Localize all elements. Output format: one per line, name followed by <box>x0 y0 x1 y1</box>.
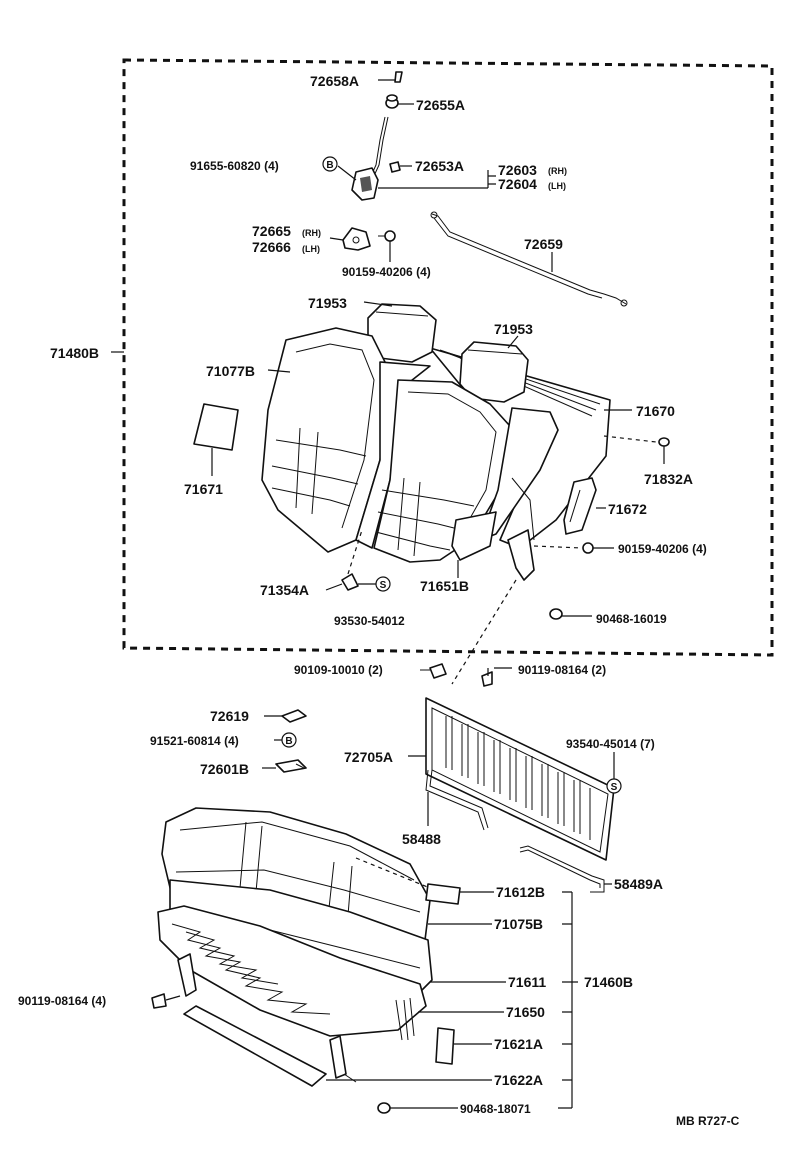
label-58489A: 58489A <box>614 876 663 892</box>
clip-71832A <box>658 437 670 464</box>
clip-90468-bottom <box>377 1102 458 1114</box>
hook-72601B <box>262 759 307 773</box>
svg-text:S: S <box>380 580 387 591</box>
wire-58489A <box>519 845 612 893</box>
screw-90159-top <box>378 230 396 262</box>
label-71075B: 71075B <box>494 916 543 932</box>
label-71650: 71650 <box>506 1004 545 1020</box>
label-72604-lh: (LH) <box>548 181 566 191</box>
leader-bracket-72603 <box>378 170 496 189</box>
label-71621A: 71621A <box>494 1036 543 1052</box>
bracket-71460B <box>558 891 578 1109</box>
part-72619 <box>264 709 307 723</box>
label-72601B: 72601B <box>200 761 249 777</box>
label-93540: 93540-45014 (7) <box>566 737 655 751</box>
label-72604: 72604 <box>498 176 537 192</box>
label-58488: 58488 <box>402 831 441 847</box>
hinge-cover-72665 <box>329 227 371 251</box>
label-71670: 71670 <box>636 403 675 419</box>
label-71622A: 71622A <box>494 1072 543 1088</box>
label-72603: 72603 <box>498 162 537 178</box>
bushing-72655A <box>385 94 414 109</box>
bolt-90109 <box>420 663 447 679</box>
strip-71622A <box>183 1005 492 1087</box>
screw-symbol-93540: S <box>606 752 622 794</box>
leader-71953b <box>507 335 519 349</box>
label-72705A: 72705A <box>344 749 393 765</box>
label-90159-top: 90159-40206 (4) <box>342 265 431 279</box>
lock-assembly-72603 <box>351 116 389 201</box>
bolt-90119-low <box>151 993 181 1009</box>
label-72655A: 72655A <box>416 97 465 113</box>
label-90468-top: 90468-16019 <box>596 612 667 626</box>
label-71953-a: 71953 <box>308 295 347 311</box>
label-90109: 90109-10010 (2) <box>294 663 383 677</box>
label-90468-bottom: 90468-18071 <box>460 1102 531 1116</box>
screw-90159-mid <box>533 542 614 554</box>
pad-71612B <box>425 883 494 905</box>
svg-text:B: B <box>285 736 292 747</box>
label-71611: 71611 <box>508 974 546 990</box>
bracket-71672 <box>563 477 606 535</box>
leader-71077B <box>267 369 291 373</box>
bolt-90119-mid <box>481 667 512 687</box>
label-93530: 93530-54012 <box>334 614 405 628</box>
back-board-72705A <box>408 697 615 861</box>
diagram-reference-code: MB R727-C <box>676 1114 740 1128</box>
label-71612B: 71612B <box>496 884 545 900</box>
pad-71621A <box>435 1027 492 1065</box>
knob-72658A <box>378 71 403 83</box>
label-71672: 71672 <box>608 501 647 517</box>
label-72665: 72665 <box>252 223 291 239</box>
screw-symbol-93530: S <box>358 576 391 592</box>
label-90119-mid: 90119-08164 (2) <box>518 663 606 677</box>
clip-90468-top <box>549 608 592 620</box>
svg-text:B: B <box>326 160 333 171</box>
seat-back-assembly-border <box>122 58 774 657</box>
label-71460B: 71460B <box>584 974 633 990</box>
label-71651B: 71651B <box>420 578 469 594</box>
leader-71953a <box>363 301 393 307</box>
seat-back-71077B <box>261 303 611 563</box>
label-72603-rh: (RH) <box>548 166 567 176</box>
clip-71354A <box>325 529 363 591</box>
hinge-bracket <box>507 477 535 581</box>
svg-text:S: S <box>611 782 618 793</box>
label-72653A: 72653A <box>415 158 464 174</box>
pad-71671 <box>193 403 239 476</box>
label-90159-mid: 90159-40206 (4) <box>618 542 707 556</box>
label-72659: 72659 <box>524 236 563 252</box>
label-72658A: 72658A <box>310 73 359 89</box>
bolt-symbol-91655: B <box>322 156 357 181</box>
label-72665-rh: (RH) <box>302 228 321 238</box>
dashed-link-cushion <box>355 857 431 889</box>
label-71953-b: 71953 <box>494 321 533 337</box>
label-72666-lh: (LH) <box>302 244 320 254</box>
label-72619: 72619 <box>210 708 249 724</box>
rod-72659 <box>430 211 628 307</box>
seat-cushion-71075B <box>157 807 433 1083</box>
label-72666: 72666 <box>252 239 291 255</box>
bolt-symbol-91521: B <box>274 732 297 748</box>
label-71671: 71671 <box>184 481 223 497</box>
label-71354A: 71354A <box>260 582 309 598</box>
label-71832A: 71832A <box>644 471 693 487</box>
label-91655: 91655-60820 (4) <box>190 159 279 173</box>
wire-58488 <box>425 769 489 831</box>
label-91521: 91521-60814 (4) <box>150 734 239 748</box>
label-90119-low: 90119-08164 (4) <box>18 994 106 1008</box>
label-71077B: 71077B <box>206 363 255 379</box>
leader-71832A <box>603 435 657 443</box>
label-71480B: 71480B <box>50 345 99 361</box>
screw-72653A <box>389 161 412 173</box>
